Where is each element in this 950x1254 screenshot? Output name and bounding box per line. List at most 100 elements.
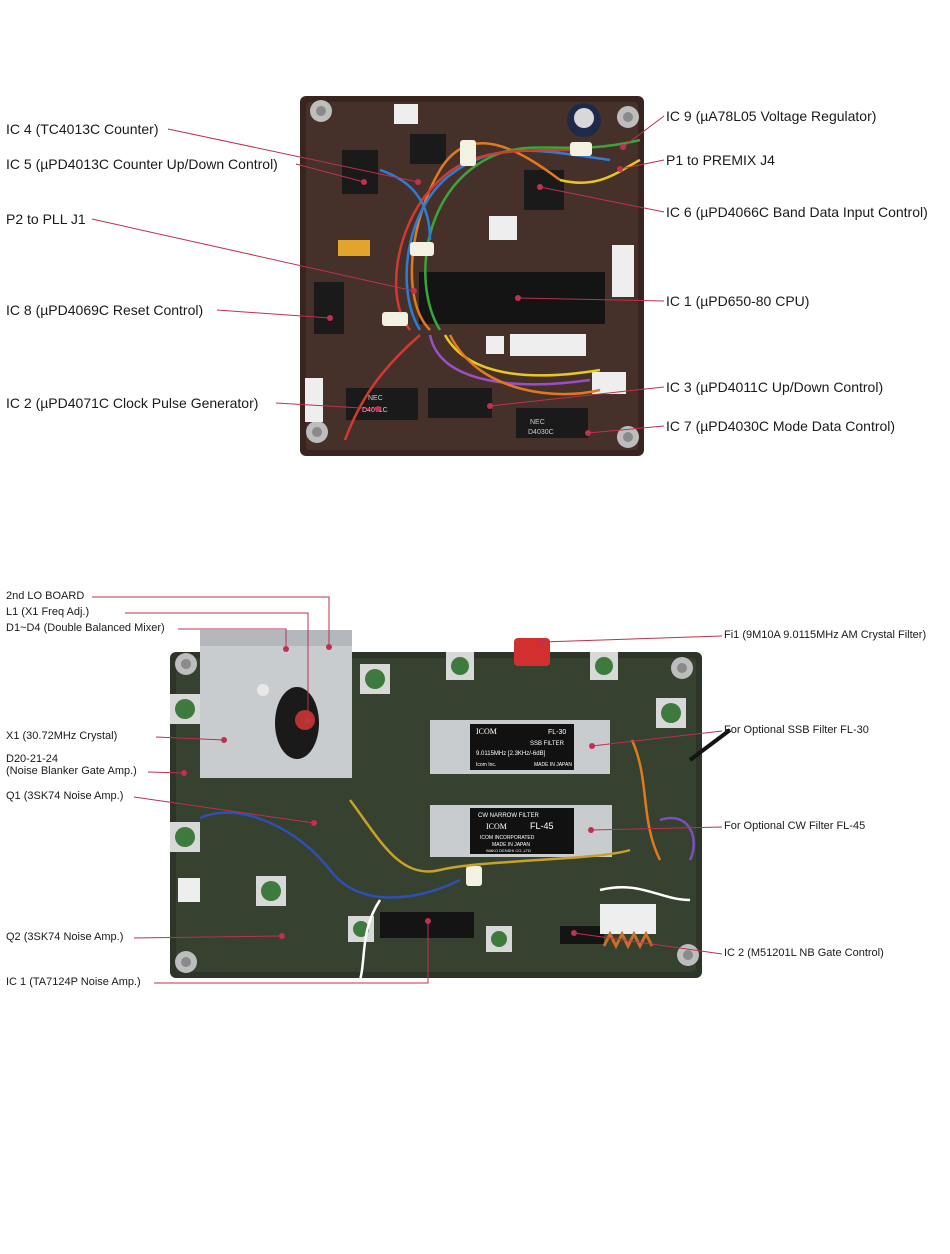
coil-icon (170, 822, 200, 852)
fl30-origin: MADE IN JAPAN (534, 762, 572, 768)
leader-dot (425, 918, 431, 924)
leader-line (622, 115, 665, 148)
leader-line (154, 921, 429, 984)
connector (305, 378, 323, 422)
connector (600, 904, 656, 934)
screw-icon (306, 421, 328, 443)
fl45-brand: ICOM (486, 822, 507, 831)
leader-line (591, 730, 723, 747)
leader-line (539, 186, 665, 213)
fl45-filter: CW NARROW FILTER ICOM FL-45 ICOM INCORPO… (430, 805, 612, 857)
ic-chip (314, 282, 344, 334)
coil-icon (360, 664, 390, 694)
wire-harness (199, 728, 732, 981)
connector (489, 216, 517, 240)
leader-line (489, 386, 665, 407)
label-p2: P2 to PLL J1 (6, 211, 86, 227)
connector (592, 372, 626, 394)
fl30-model: FL-30 (548, 729, 566, 736)
leader-dot (487, 403, 493, 409)
chip-marking: NEC (368, 395, 383, 402)
ic-chip (560, 926, 604, 944)
leader-dot (589, 743, 595, 749)
label-ic1: IC 1 (µPD650-80 CPU) (666, 293, 810, 309)
label-ic2-nb-gate: IC 2 (M51201L NB Gate Control) (724, 947, 884, 959)
leader-dot (617, 166, 623, 172)
leader-dot (571, 930, 577, 936)
chip-marking: D4071C (362, 407, 388, 414)
leader-line (517, 297, 665, 302)
leader-line (125, 612, 309, 721)
leader-line (155, 736, 225, 741)
label-ic6: IC 6 (µPD4066C Band Data Input Control) (666, 204, 928, 220)
label-l1: L1 (X1 Freq Adj.) (6, 606, 90, 618)
label-ic1-noise-amp: IC 1 (TA7124P Noise Amp.) (6, 976, 141, 988)
screw-icon (617, 426, 639, 448)
fl30-filter: ICOM FL-30 SSB FILTER 9.0115MHz [2.3KHz/… (430, 720, 610, 774)
cpu-chip (419, 272, 605, 324)
ic-chip (516, 408, 588, 438)
leader-dot (515, 295, 521, 301)
connector (178, 878, 200, 902)
label-x1: X1 (30.72MHz Crystal) (6, 730, 118, 742)
connector (394, 104, 418, 124)
fl30-spec: 9.0115MHz [2.3KHz/-6dB] (476, 751, 546, 757)
label-ic2: IC 2 (µPD4071C Clock Pulse Generator) (6, 395, 259, 411)
fl30-maker: Icom Inc. (476, 762, 496, 768)
screw-icon (310, 100, 332, 122)
leader-dot (221, 737, 227, 743)
leader-line (275, 402, 379, 410)
fl45-model: FL-45 (530, 821, 554, 831)
connector (612, 245, 634, 297)
screw-icon (677, 944, 699, 966)
leader-dot (411, 288, 417, 294)
leader-line (216, 309, 331, 319)
screw-icon (175, 653, 197, 675)
fl45-origin: MADE IN JAPAN (492, 842, 530, 848)
leader-line (178, 628, 287, 649)
label-q1: Q1 (3SK74 Noise Amp.) (6, 790, 124, 802)
2nd-lo-board-photo: ICOM FL-30 SSB FILTER 9.0115MHz [2.3KHz/… (170, 630, 732, 981)
fi1-filter (514, 638, 550, 666)
lo-shield-can (200, 630, 352, 778)
ic-chip (428, 388, 492, 418)
leader-dot (539, 639, 545, 645)
label-ic3: IC 3 (µPD4011C Up/Down Control) (666, 379, 884, 395)
leader-dot (181, 770, 187, 776)
leader-line (541, 635, 723, 643)
leader-dot (305, 718, 311, 724)
screw-icon (671, 657, 693, 679)
leader-lines (91, 115, 723, 984)
coil-icon (486, 926, 512, 952)
coil-icon (256, 876, 286, 906)
label-lo-board: 2nd LO BOARD (6, 590, 85, 602)
coil-icon (170, 694, 200, 724)
label-ic5: IC 5 (µPD4013C Counter Up/Down Control) (6, 156, 278, 172)
leader-dot (620, 144, 626, 150)
label-d20-21-24: D20-21-24 (Noise Blanker Gate Amp.) (6, 753, 137, 777)
fl30-type: SSB FILTER (530, 741, 565, 747)
leader-line (91, 218, 415, 292)
fl45-sub: WAKO DENSHI CO.,LTD (486, 848, 531, 853)
chip-marking: NEC (530, 419, 545, 426)
label-q2: Q2 (3SK74 Noise Amp.) (6, 931, 124, 943)
leader-dot (588, 827, 594, 833)
chip-marking: D4030C (528, 429, 554, 436)
connector (510, 334, 586, 356)
label-p1: P1 to PREMIX J4 (666, 152, 775, 168)
label-ic8: IC 8 (µPD4069C Reset Control) (6, 302, 204, 318)
coil-icon (590, 652, 618, 680)
ic-chip (524, 170, 564, 210)
leader-dot (283, 646, 289, 652)
leader-line (147, 771, 185, 774)
leader-line (295, 163, 365, 183)
leader-dot (375, 406, 381, 412)
label-ic4: IC 4 (TC4013C Counter) (6, 121, 159, 137)
fl45-type: CW NARROW FILTER (478, 813, 540, 819)
leader-line (133, 935, 283, 939)
leader-line (133, 796, 315, 824)
connector (486, 336, 504, 354)
ic-chip (410, 134, 446, 164)
coil-icon (446, 652, 474, 680)
